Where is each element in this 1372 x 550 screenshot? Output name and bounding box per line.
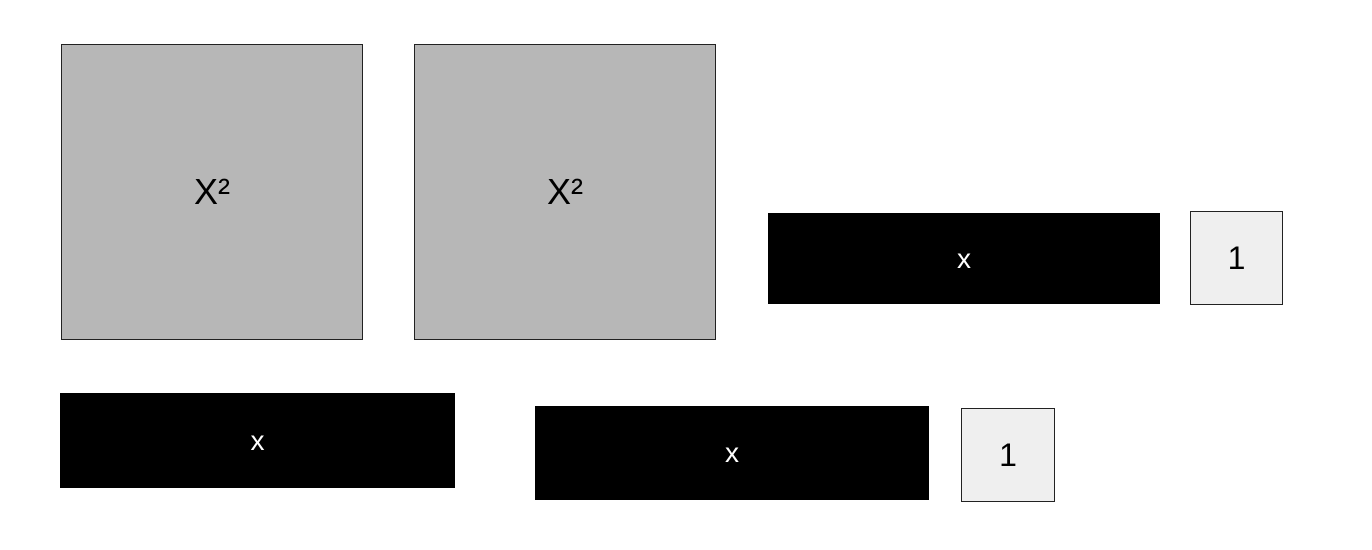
x-tile-1-label: x (957, 242, 971, 274)
x-tile-3-label: x (725, 437, 739, 468)
x-tile-3: x (535, 406, 929, 500)
x-squared-tile-2-label: X² (547, 171, 583, 212)
x-tile-2: x (60, 393, 455, 488)
unit-tile-2-label: 1 (999, 436, 1017, 473)
unit-tile-1-label: 1 (1227, 239, 1246, 276)
x-squared-tile-1: X² (61, 44, 363, 340)
unit-tile-1: 1 (1190, 211, 1283, 305)
x-tile-1: x (768, 213, 1160, 304)
unit-tile-2: 1 (961, 408, 1055, 502)
x-squared-tile-1-label: X² (194, 171, 230, 212)
x-squared-tile-2: X² (414, 44, 716, 340)
x-tile-2-label: x (250, 424, 265, 456)
